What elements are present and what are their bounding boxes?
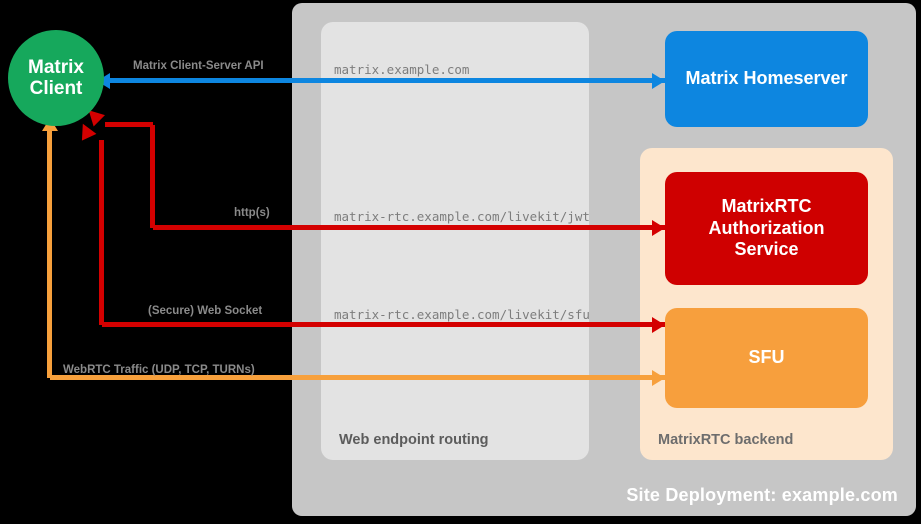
node-auth-service-line2: Authorization [708, 217, 825, 238]
node-matrixrtc-authorization-service[interactable]: MatrixRTC Authorization Service [665, 172, 868, 285]
flow-url-matrix-example-com: matrix.example.com [334, 62, 470, 77]
node-matrix-client-line1: Matrix [28, 56, 84, 78]
flow-label-secure-web-socket: (Secure) Web Socket [148, 305, 263, 317]
site-deployment-label: Site Deployment: example.com [626, 485, 898, 505]
node-auth-service-line1: MatrixRTC [721, 196, 812, 217]
flow-url-livekit-jwt: matrix-rtc.example.com/livekit/jwt [334, 209, 590, 224]
flow-line-livekit-jwt-horizontal [153, 225, 665, 230]
flow-line-livekit-sfu-horizontal [102, 322, 665, 327]
node-matrix-homeserver-label: Matrix Homeserver [685, 68, 848, 89]
flow-label-matrix-client-server-api: Matrix Client-Server API [133, 60, 264, 72]
matrixrtc-backend-label: MatrixRTC backend [658, 432, 794, 448]
flow-line-matrix-client-server-api [110, 78, 665, 83]
flow-line-webrtc-horizontal [50, 375, 665, 380]
flow-line-livekit-sfu-riser [99, 140, 104, 325]
flow-line-livekit-jwt-elbow [105, 122, 153, 127]
node-sfu-label: SFU [748, 347, 785, 368]
node-matrix-client-line2: Client [29, 78, 83, 99]
node-matrix-client[interactable]: Matrix Client [8, 30, 104, 126]
node-auth-service-line3: Service [734, 239, 799, 260]
node-matrix-homeserver[interactable]: Matrix Homeserver [665, 31, 868, 127]
flow-arrowhead-webrtc-to-sfu [652, 369, 665, 386]
flow-label-http-s: http(s) [234, 207, 270, 219]
web-endpoint-routing-panel: Web endpoint routing [321, 22, 589, 460]
flow-line-livekit-jwt-riser [150, 125, 155, 228]
flow-label-webrtc-traffic: WebRTC Traffic (UDP, TCP, TURNs) [63, 364, 255, 376]
flow-arrowhead-livekit-sfu-to-sfu [652, 316, 665, 333]
flow-line-webrtc-riser [47, 128, 52, 378]
node-sfu[interactable]: SFU [665, 308, 868, 408]
flow-url-livekit-sfu: matrix-rtc.example.com/livekit/sfu [334, 307, 590, 322]
flow-arrowhead-client-server-api-to-homeserver [652, 72, 665, 89]
flow-arrowhead-livekit-jwt-to-auth-service [652, 219, 665, 236]
web-endpoint-routing-label: Web endpoint routing [339, 432, 489, 448]
